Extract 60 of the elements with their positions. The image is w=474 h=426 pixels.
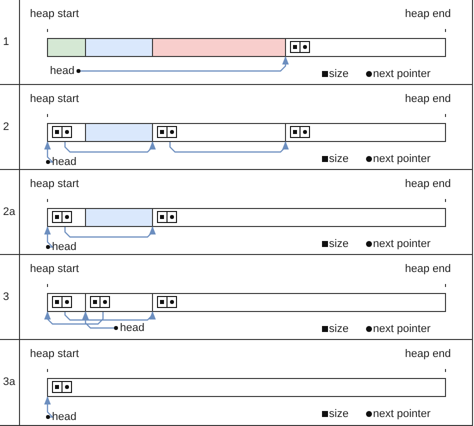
allocated-block xyxy=(85,38,153,57)
heap-boundary-label: heap start xyxy=(30,93,79,105)
head-pointer-label: head xyxy=(49,411,76,423)
row-number: 2 xyxy=(3,120,10,132)
free-block xyxy=(152,293,446,312)
row-number: 1 xyxy=(3,36,10,48)
row-number: 3a xyxy=(3,376,16,388)
free-block xyxy=(152,208,446,227)
head-pointer-label: head xyxy=(49,156,76,168)
heap-boundary-label: heap start xyxy=(30,263,79,275)
pointer-arrow xyxy=(169,141,289,153)
pointer-arrow xyxy=(64,311,156,321)
table-row xyxy=(0,0,473,85)
heap-boundary-label: heap start xyxy=(30,8,79,20)
heap-boundary-label: heap start xyxy=(30,348,79,360)
pointer-arrow xyxy=(44,396,54,419)
table-row xyxy=(0,255,473,340)
legend-label: next pointer xyxy=(373,323,430,335)
heap-boundary-label: heap end xyxy=(405,178,451,190)
heap-boundary-label: heap end xyxy=(405,8,451,20)
legend-label: size xyxy=(329,153,349,165)
allocated-block xyxy=(85,208,153,227)
row-number: 2a xyxy=(3,206,16,218)
heap-boundary-label: heap end xyxy=(405,263,451,275)
row-number: 3 xyxy=(3,290,10,302)
free-block xyxy=(47,123,86,142)
free-block xyxy=(152,123,286,142)
pointer-arrow xyxy=(64,226,156,238)
free-block xyxy=(285,38,446,57)
free-block xyxy=(285,123,446,142)
heap-boundary-label: heap start xyxy=(30,178,79,190)
free-block xyxy=(47,293,86,312)
free-block xyxy=(47,208,86,227)
table-row xyxy=(0,170,473,255)
pointer-arrow xyxy=(44,311,104,325)
table-row xyxy=(0,340,473,426)
table-row xyxy=(0,85,473,170)
free-block xyxy=(85,293,153,312)
legend-label: size xyxy=(329,323,349,335)
head-pointer-label: head xyxy=(49,241,76,253)
legend-label: next pointer xyxy=(373,408,430,420)
legend-label: size xyxy=(329,68,349,80)
pointer-arrow xyxy=(76,56,289,73)
legend-label: next pointer xyxy=(373,68,430,80)
heap-boundary-label: heap end xyxy=(405,348,451,360)
legend-label: next pointer xyxy=(373,153,430,165)
heap-boundary-label: heap end xyxy=(405,93,451,105)
pointer-arrow xyxy=(44,226,54,249)
head-pointer-label: head xyxy=(50,65,78,77)
allocated-block xyxy=(47,38,86,57)
pointer-arrow xyxy=(64,141,156,153)
legend-label: next pointer xyxy=(373,238,430,250)
head-pointer-label: head xyxy=(117,322,144,334)
allocated-block xyxy=(85,123,153,142)
allocated-block xyxy=(152,38,286,57)
legend-label: size xyxy=(329,238,349,250)
legend-label: size xyxy=(329,408,349,420)
pointer-arrow xyxy=(82,311,118,330)
free-block xyxy=(47,378,446,397)
pointer-arrow xyxy=(44,141,54,164)
